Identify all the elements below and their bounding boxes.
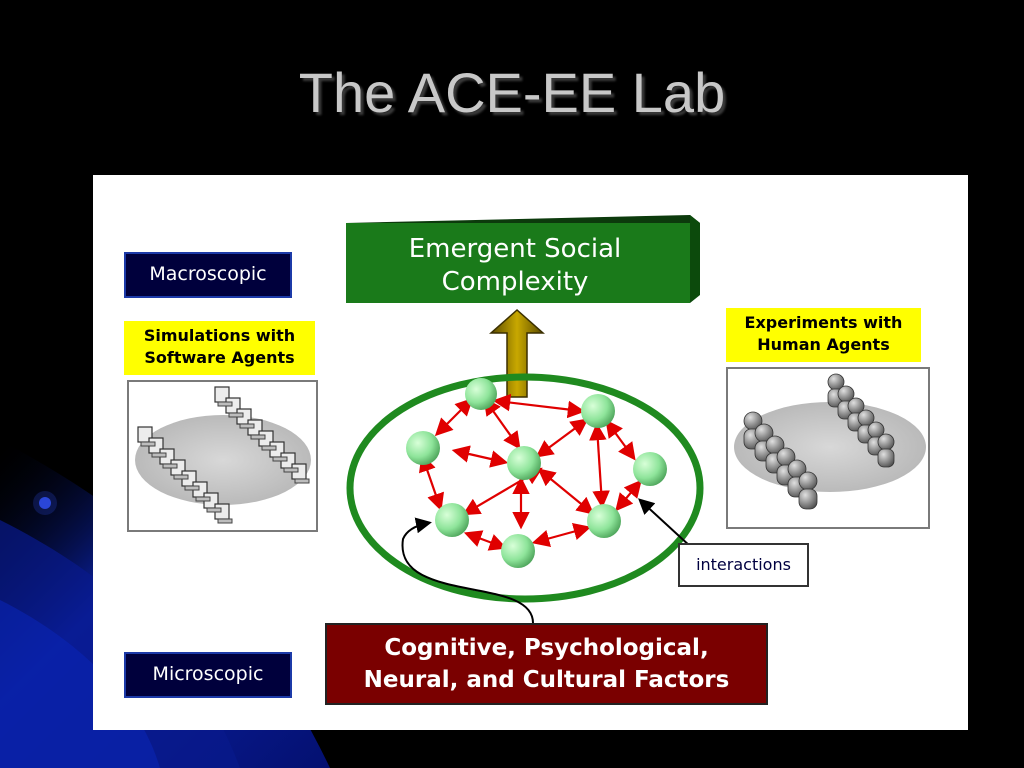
computer-workstation-icon: [127, 380, 318, 532]
interaction-ellipse: [346, 373, 704, 603]
factors-line1: Cognitive, Psychological,: [384, 635, 709, 661]
emergent-label-line2: Complexity: [441, 267, 589, 297]
emergent-complexity-label: Emergent Social Complexity: [355, 233, 675, 299]
slide-title: The ACE-EE Lab: [298, 61, 726, 124]
sphere-node-icon: [435, 503, 469, 537]
agent-nodes: [406, 378, 667, 568]
microscopic-label: Microscopic: [124, 652, 292, 698]
sphere-node-icon: [465, 378, 497, 410]
sphere-node-icon: [581, 394, 615, 428]
diagram-panel: Macroscopic Microscopic Simulations with…: [93, 175, 968, 730]
factors-box: Cognitive, Psychological, Neural, and Cu…: [325, 623, 768, 705]
up-arrow-icon: [489, 308, 545, 398]
sphere-node-icon: [501, 534, 535, 568]
factors-influence-arrow: [401, 517, 534, 624]
human-figure-icon: [726, 367, 930, 529]
diagram-graphics: [127, 215, 930, 624]
experiments-label-line1: Experiments with: [744, 313, 903, 332]
experiments-label: Experiments with Human Agents: [726, 308, 921, 362]
macroscopic-label: Macroscopic: [124, 252, 292, 298]
simulations-label: Simulations with Software Agents: [124, 321, 315, 375]
emergent-complexity-box: [346, 215, 700, 303]
interactions-label: interactions: [678, 543, 809, 587]
simulations-label-line1: Simulations with: [143, 326, 296, 345]
emergent-label-line1: Emergent Social: [408, 234, 622, 264]
sphere-node-icon: [406, 431, 440, 465]
sphere-node-icon: [633, 452, 667, 486]
interactions-pointer-arrow: [638, 498, 692, 548]
simulations-label-line2: Software Agents: [144, 348, 295, 367]
sphere-node-icon: [587, 504, 621, 538]
sphere-node-icon: [507, 446, 541, 480]
experiments-label-line2: Human Agents: [757, 335, 890, 354]
factors-line2: Neural, and Cultural Factors: [363, 667, 730, 693]
